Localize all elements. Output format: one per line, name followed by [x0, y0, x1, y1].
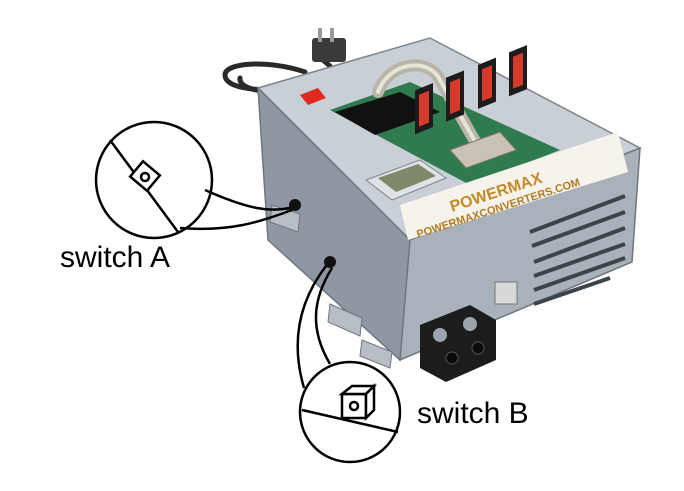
fuse-row [415, 45, 527, 135]
switch-a-label: switch A [60, 241, 171, 274]
callout-b [296, 265, 402, 464]
display-window [364, 159, 448, 201]
handle-base [449, 131, 517, 169]
carry-handle [372, 59, 486, 156]
rocker-switch [300, 88, 326, 105]
callout-a [94, 120, 293, 240]
terminal-block [420, 305, 496, 382]
ground-lug [494, 281, 518, 305]
top-label-panel [300, 82, 560, 185]
plug [312, 28, 346, 62]
switch-b-label: switch B [417, 397, 529, 430]
switch-a-hole [289, 199, 301, 211]
vent-slots [529, 194, 626, 306]
mounting-flanges [269, 204, 393, 369]
switch-b-hole [324, 256, 336, 268]
